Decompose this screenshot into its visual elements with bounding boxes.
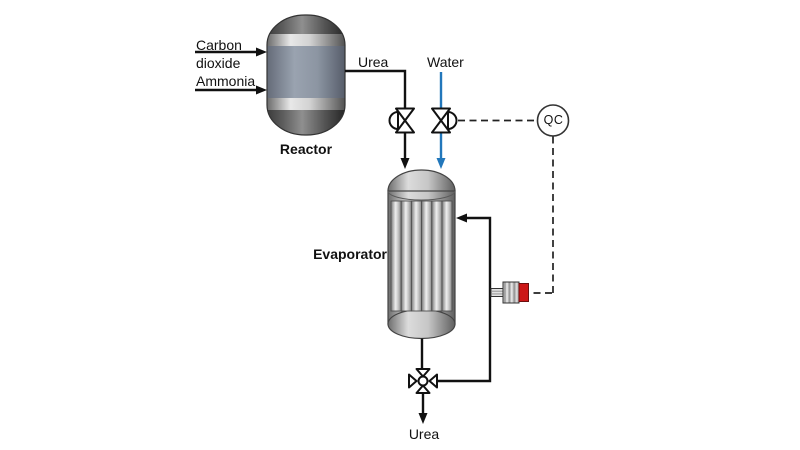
sensor-red-cap [518, 283, 529, 302]
urea-inlet-arrowhead [400, 158, 410, 169]
evaporator-tubes [390, 200, 453, 312]
carbon-dioxide-label-line2: dioxide [196, 55, 241, 71]
reactor-vessel [266, 14, 346, 136]
qc-controller-icon [536, 104, 570, 137]
qc-controller-label: QC [543, 113, 564, 127]
carbon-dioxide-label-line1: Carbon [196, 37, 242, 53]
urea-transfer-line [345, 69, 407, 160]
urea-stream-label: Urea [358, 54, 389, 70]
analyzer-sensor-icon [490, 281, 529, 304]
urea-feed-valve-icon [388, 107, 415, 134]
recycle-line [438, 216, 492, 383]
ammonia-arrowhead [256, 85, 267, 95]
water-feed-valve-icon [431, 107, 458, 134]
evaporator-vessel [387, 169, 456, 340]
water-label: Water [427, 54, 464, 70]
urea-product-label: Urea [408, 426, 440, 442]
ammonia-label: Ammonia [196, 73, 256, 89]
process-arrowheads [256, 47, 467, 424]
water-feed-line [436, 72, 446, 169]
process-lines [195, 50, 492, 414]
evaporator-label: Evaporator [313, 246, 387, 262]
urea-product-arrowhead [418, 413, 428, 424]
co2-arrowhead [256, 47, 267, 57]
water-arrowhead [436, 158, 446, 169]
reactor-label: Reactor [279, 141, 333, 157]
qc-signal-lines [458, 119, 554, 294]
product-four-way-valve-icon [408, 368, 438, 394]
recycle-arrowhead [456, 213, 467, 223]
